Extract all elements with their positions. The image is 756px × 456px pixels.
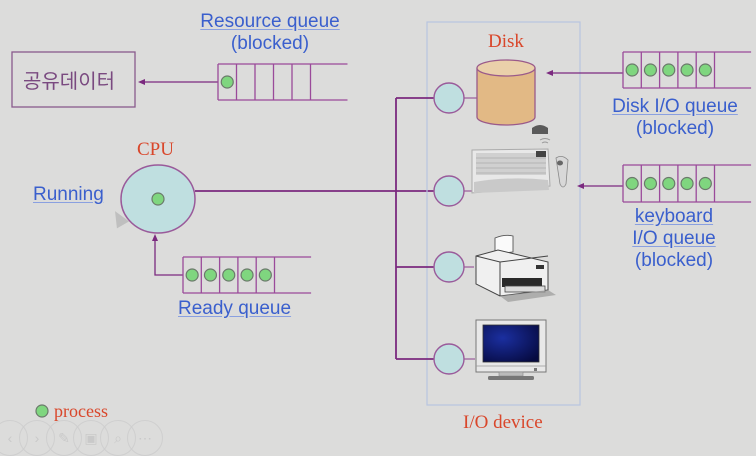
keyboard-queue-process-dot bbox=[643, 176, 658, 191]
disk-server-circle bbox=[433, 82, 465, 114]
keyboard-queue-process-dot bbox=[680, 176, 694, 191]
keyboard-queue-process-dot bbox=[662, 176, 676, 191]
keyboard-queue-label[interactable]: keyboard I/O queue (blocked) bbox=[614, 206, 734, 272]
cpu-title: CPU bbox=[137, 139, 174, 160]
disk-queue-process-dot bbox=[625, 63, 639, 77]
process-queue-diagram bbox=[11, 21, 752, 418]
running-label-text[interactable]: Running bbox=[33, 184, 104, 205]
monitor-icon bbox=[475, 319, 547, 380]
running-process-dot bbox=[151, 192, 165, 206]
ready-queue-process-dot bbox=[185, 268, 199, 282]
keyboard-queue-process-dot bbox=[698, 176, 712, 191]
printer-icon bbox=[475, 234, 556, 302]
resource-queue-label-line1[interactable]: Resource queue bbox=[200, 11, 340, 32]
running-label[interactable]: Running bbox=[33, 184, 104, 206]
disk-queue-label-line2: (blocked) bbox=[635, 118, 715, 139]
io-device-label: I/O device bbox=[463, 412, 543, 433]
disk-queue-process-dot bbox=[680, 63, 694, 77]
printer-server-circle bbox=[433, 251, 465, 283]
keyboard-mouse-icon bbox=[471, 125, 569, 194]
keyboard-queue-label-line1[interactable]: keyboard bbox=[634, 206, 714, 227]
disk-arrow-head bbox=[546, 70, 553, 76]
legend-process-label: process bbox=[54, 401, 108, 421]
disk-icon bbox=[476, 59, 536, 126]
shared-data-label: 공유데이터 bbox=[23, 69, 115, 93]
more-button[interactable]: ⋯ bbox=[127, 420, 163, 456]
ready-queue-process-dot bbox=[258, 268, 272, 282]
keyboard-queue-label-line2[interactable]: I/O queue bbox=[632, 228, 716, 249]
disk-queue-process-dot bbox=[662, 63, 676, 77]
monitor-server-circle bbox=[433, 343, 465, 375]
shared-data-box bbox=[11, 51, 136, 108]
keyboard-server-circle bbox=[433, 175, 465, 207]
disk-title: Disk bbox=[488, 31, 524, 52]
ready-queue-process-dot bbox=[222, 268, 236, 282]
ready-arrow-head bbox=[152, 234, 158, 241]
disk-queue-label-line1[interactable]: Disk I/O queue bbox=[612, 96, 738, 117]
ready-queue-process-dot bbox=[203, 268, 218, 282]
keyboard-queue-process-dot bbox=[625, 176, 639, 191]
resource-queue bbox=[217, 63, 348, 101]
keyboard-queue-label-line3: (blocked) bbox=[634, 250, 714, 271]
disk-queue-process-dot bbox=[643, 63, 658, 77]
disk-io-queue bbox=[622, 51, 752, 89]
resource-arrow-head bbox=[138, 79, 145, 85]
disk-queue-process-dot bbox=[698, 63, 712, 77]
ready-queue-arrow bbox=[154, 240, 183, 276]
ready-queue bbox=[182, 256, 312, 294]
resource-queue-process-dot bbox=[220, 75, 234, 89]
disk-queue-label[interactable]: Disk I/O queue (blocked) bbox=[602, 96, 748, 140]
keyboard-io-queue bbox=[622, 164, 752, 203]
io-device-box bbox=[426, 21, 581, 406]
process-dot-icon bbox=[35, 404, 49, 418]
resource-queue-label[interactable]: Resource queue (blocked) bbox=[190, 11, 350, 55]
ready-queue-process-dot bbox=[240, 268, 254, 282]
ready-queue-label-text[interactable]: Ready queue bbox=[178, 298, 292, 319]
resource-queue-label-line2: (blocked) bbox=[230, 33, 310, 54]
keyboard-arrow-head bbox=[577, 183, 584, 189]
ready-queue-label[interactable]: Ready queue bbox=[178, 298, 291, 320]
